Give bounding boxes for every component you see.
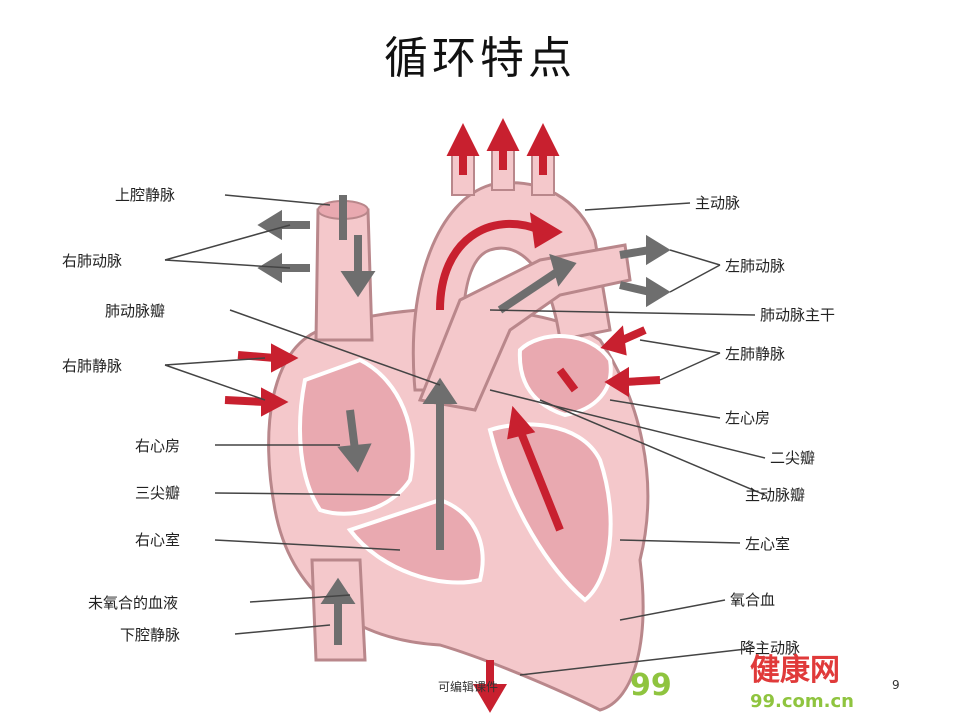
label-right-pulmonary-vein: 右肺静脉 — [62, 357, 122, 375]
label-inferior-vena-cava: 下腔静脉 — [120, 626, 180, 644]
label-oxygenated-blood: 氧合血 — [730, 591, 775, 609]
label-left-pulmonary-artery: 左肺动脉 — [725, 257, 785, 275]
label-right-ventricle: 右心室 — [135, 531, 180, 549]
pulmonary-trunk — [417, 243, 632, 412]
deoxygenated-flow-arrows — [257, 195, 671, 645]
watermark-number: 99 — [630, 668, 672, 703]
label-left-atrium: 左心房 — [725, 409, 770, 427]
label-tricuspid-valve: 三尖瓣 — [135, 484, 180, 502]
label-right-atrium: 右心房 — [135, 437, 180, 455]
label-aortic-valve: 主动脉瓣 — [745, 486, 805, 504]
page-number: 9 — [892, 678, 900, 692]
label-pulmonary-trunk: 肺动脉主干 — [760, 306, 835, 324]
slide-title: 循环特点 — [384, 33, 576, 84]
label-left-pulmonary-vein: 左肺静脉 — [725, 345, 785, 363]
watermark-logo: 99 健康网 99.com.cn — [630, 653, 854, 712]
label-descending-aorta: 降主动脉 — [740, 639, 800, 657]
slide-footer: 可编辑课件 — [438, 680, 499, 694]
right-ventricle — [346, 497, 485, 585]
watermark-brand: 健康网 — [750, 653, 840, 688]
label-left-ventricle: 左心室 — [745, 535, 790, 553]
heart-diagram: 上腔静脉 右肺动脉 肺动脉瓣 右肺静脉 右心房 三尖瓣 右心室 未氧合的血液 下… — [62, 118, 854, 713]
watermark-domain: 99.com.cn — [750, 691, 854, 712]
label-deoxygenated-blood: 未氧合的血液 — [88, 594, 178, 612]
label-mitral-valve: 二尖瓣 — [770, 449, 815, 467]
leader-lines — [164, 194, 766, 676]
label-right-pulmonary-artery: 右肺动脉 — [62, 252, 122, 270]
oxygenated-flow-arrows — [224, 118, 661, 713]
label-superior-vena-cava: 上腔静脉 — [115, 186, 175, 204]
label-aorta: 主动脉 — [695, 194, 740, 212]
label-pulmonary-valve: 肺动脉瓣 — [105, 302, 165, 320]
